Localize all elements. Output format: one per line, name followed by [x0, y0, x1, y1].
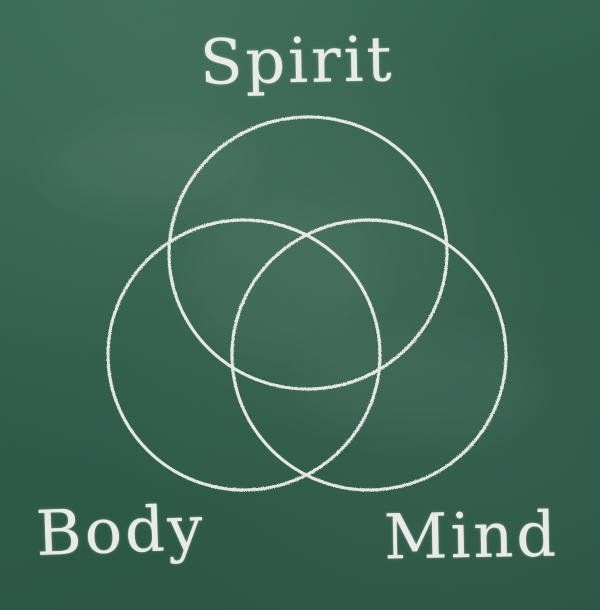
mind-label: Mind — [383, 497, 560, 574]
spirit-circle — [167, 115, 449, 391]
mind-circle — [230, 218, 508, 492]
spirit-label: Spirit — [199, 22, 395, 99]
body-label: Body — [34, 491, 207, 570]
body-circle — [106, 218, 382, 492]
